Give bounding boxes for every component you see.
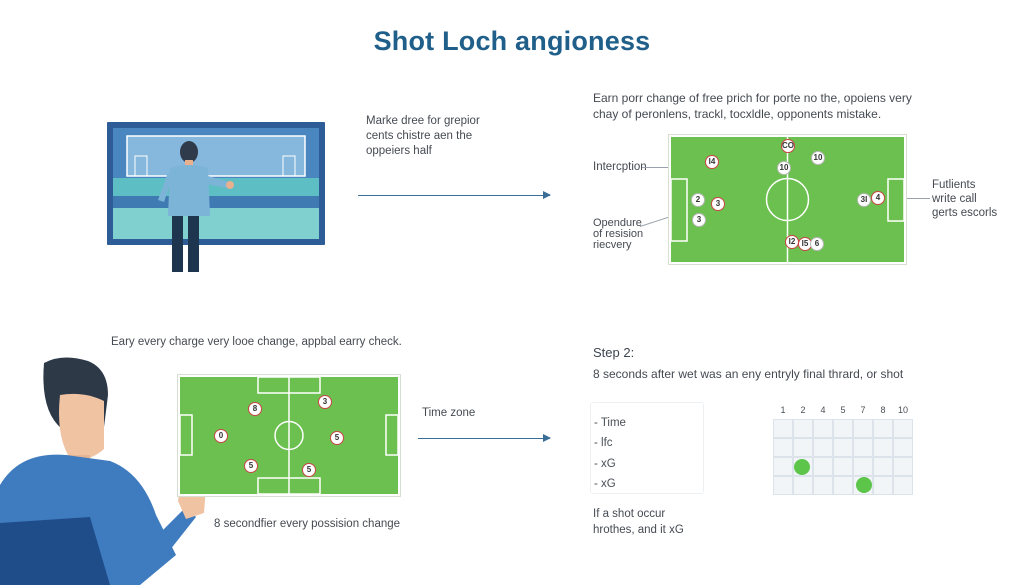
grid-cell: [853, 457, 873, 476]
grid-header: 10: [897, 405, 908, 415]
metrics-list: - Time - lfc - xG - xG: [590, 402, 704, 494]
label-line: write call: [932, 193, 977, 205]
grid-cell: [813, 438, 833, 457]
label-time-zone: Time zone: [422, 407, 476, 419]
player-marker: 0: [214, 429, 228, 443]
player-marker: I2: [785, 235, 799, 249]
label-interception: Intercption: [593, 161, 647, 173]
caption-line: oppeiers half: [366, 145, 432, 157]
label-right: Futlients write call gerts escorls: [932, 178, 997, 220]
grid-cell: [873, 476, 893, 495]
grid-cell: [833, 476, 853, 495]
player-marker: 3: [711, 197, 725, 211]
grid-cell: [773, 438, 793, 457]
event-dot: [794, 459, 810, 475]
list-item: - xG: [594, 458, 616, 470]
bottom-left-caption: 8 secondfier every possision change: [214, 518, 401, 530]
bottom-right-footer: If a shot occur hrothes, and it xG: [593, 506, 684, 538]
grid-header: 8: [880, 405, 886, 415]
player-marker: CO: [781, 139, 795, 153]
grid-header: 4: [820, 405, 826, 415]
grid-cell: [873, 438, 893, 457]
player-marker: 5: [244, 459, 258, 473]
grid-header: 7: [860, 405, 866, 415]
top-right-heading: Earn porr change of free prich for porte…: [593, 90, 912, 122]
grid-cell: [893, 476, 913, 495]
player-marker: 8: [248, 402, 262, 416]
label-line: Opendure: [593, 217, 642, 229]
grid-cell: [893, 438, 913, 457]
grid-cell: [853, 438, 873, 457]
person-watching-illustration: [158, 141, 234, 272]
grid-cell: [813, 457, 833, 476]
player-marker: 10: [777, 161, 791, 175]
bottom-left-heading: Eary every charge very looe change, appb…: [111, 336, 402, 348]
person-analyst-illustration: [0, 357, 206, 585]
grid-cell: [773, 457, 793, 476]
grid-cell: [873, 419, 893, 438]
grid-cell: [773, 476, 793, 495]
grid-cell: [793, 476, 813, 495]
grid-cell: [893, 457, 913, 476]
caption-line: cents chistre aen the: [366, 130, 473, 142]
player-marker: I4: [705, 155, 719, 169]
grid-cell: [813, 476, 833, 495]
grid-cell: [893, 419, 913, 438]
grid-cell: [793, 419, 813, 438]
grid-cell: [773, 419, 793, 438]
label-line: of resision: [593, 228, 644, 240]
step-subtitle: 8 seconds after wet was an eny entryly f…: [593, 367, 904, 381]
player-marker: 5: [330, 431, 344, 445]
step-label: Step 2:: [593, 345, 635, 360]
arrow-right-bottom: [418, 434, 551, 442]
label-line: Futlients: [932, 179, 976, 191]
arrow-right-top: [358, 191, 551, 199]
grid-header: 1: [780, 405, 786, 415]
player-marker: 2: [691, 193, 705, 207]
heading-line: chay of peronlens, trackl, tocxldle, opp…: [593, 107, 882, 121]
list-item: - xG: [594, 478, 616, 490]
label-line: riecvery: [593, 239, 632, 251]
player-marker: 6: [810, 237, 824, 251]
player-marker: 10: [811, 151, 825, 165]
pitch-top: I4 CO 10 10 2 3 3 3I 4 I2 I5 6: [669, 135, 906, 264]
grid-header: 5: [840, 405, 846, 415]
grid-cell: [793, 438, 813, 457]
list-item: - lfc: [594, 437, 613, 449]
heading-line: Earn porr change of free prich for porte…: [593, 91, 912, 105]
top-left-caption: Marke dree for grepior cents chistre aen…: [366, 114, 480, 159]
grid-cell: [853, 419, 873, 438]
player-marker: 3: [318, 395, 332, 409]
grid-cell: [833, 419, 853, 438]
label-line: gerts escorls: [932, 207, 998, 219]
caption-line: Marke dree for grepior: [366, 115, 480, 127]
pitch-markings: [180, 377, 398, 494]
list-item: - Time: [594, 417, 626, 429]
player-marker: 5: [302, 463, 316, 477]
footer-line: If a shot occur: [593, 508, 666, 520]
event-dot: [856, 477, 872, 493]
connector-line: [642, 167, 674, 168]
pitch-bottom: 8 3 0 5 5 5: [178, 375, 400, 496]
footer-line: hrothes, and it xG: [593, 524, 684, 536]
player-marker: 3: [692, 213, 706, 227]
connector-line: [900, 198, 930, 199]
time-grid: 1 2 4 5 7 8 10: [773, 400, 914, 496]
page-title: Shot Loch angioness: [373, 26, 651, 56]
grid-cell: [813, 419, 833, 438]
player-marker: 4: [871, 191, 885, 205]
player-marker: 3I: [857, 193, 871, 207]
grid-cell: [833, 457, 853, 476]
grid-cell: [833, 438, 853, 457]
grid-header: 2: [800, 405, 806, 415]
label-opendure: Opendure of resision riecvery: [593, 218, 643, 251]
grid-cell: [873, 457, 893, 476]
